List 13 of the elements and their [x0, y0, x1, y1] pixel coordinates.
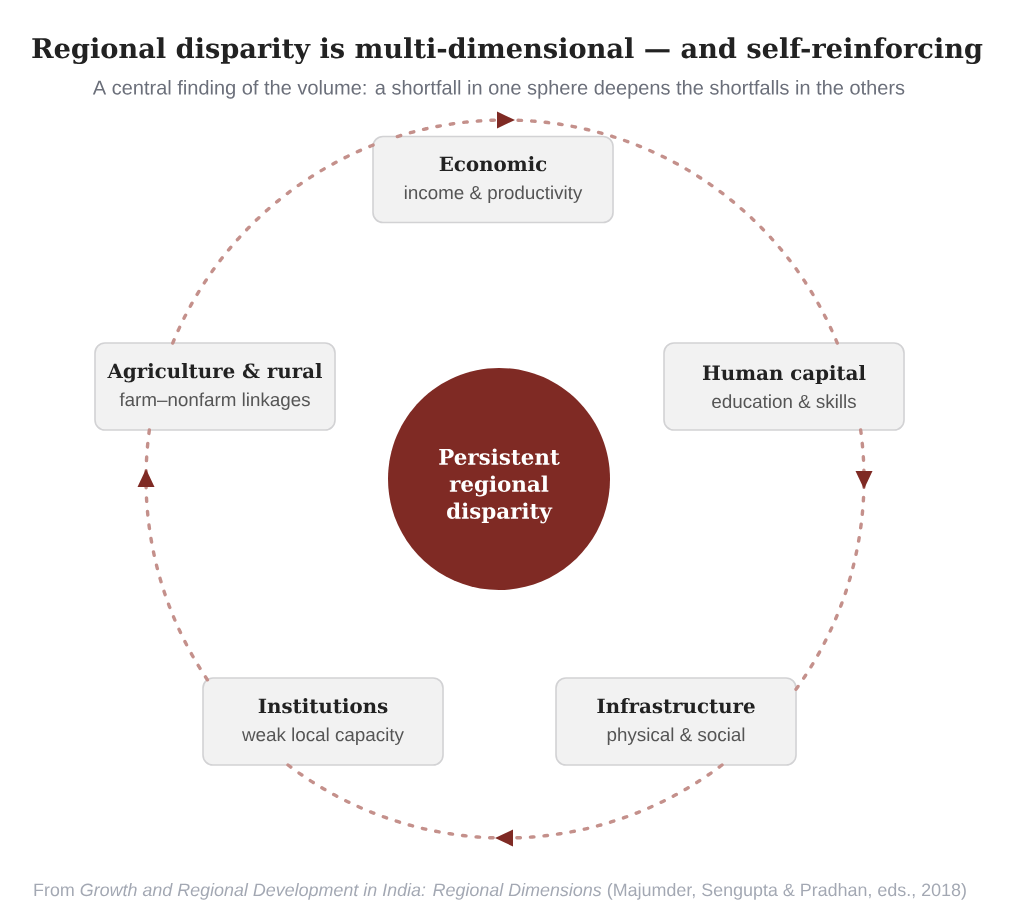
connector-line	[171, 143, 375, 345]
arrow	[286, 763, 724, 847]
title: Regional disparity is multi-dimensional — and self-reinforcing	[32, 37, 983, 65]
arrow	[395, 111, 839, 345]
arrow	[794, 428, 873, 691]
source-note: From Growth and Regional Development in India: Regional Dimensions (Majumder, Sengupta & Pradhan, eds., 2018)	[34, 883, 966, 900]
category-box: Agriculture & rural farm–nonfarm linkages	[94, 342, 336, 431]
arrow	[137, 428, 210, 682]
subtitle: A central finding of the volume: a shortfall in one sphere deepens the shortfalls in the others	[92, 80, 905, 99]
category-box: Human capital education & skills	[663, 342, 905, 431]
category-box: Infrastructure physical & social	[555, 677, 797, 766]
category-box: Institutions weak local capacity	[202, 677, 444, 766]
category-box: Economic income & productivity	[372, 135, 614, 224]
